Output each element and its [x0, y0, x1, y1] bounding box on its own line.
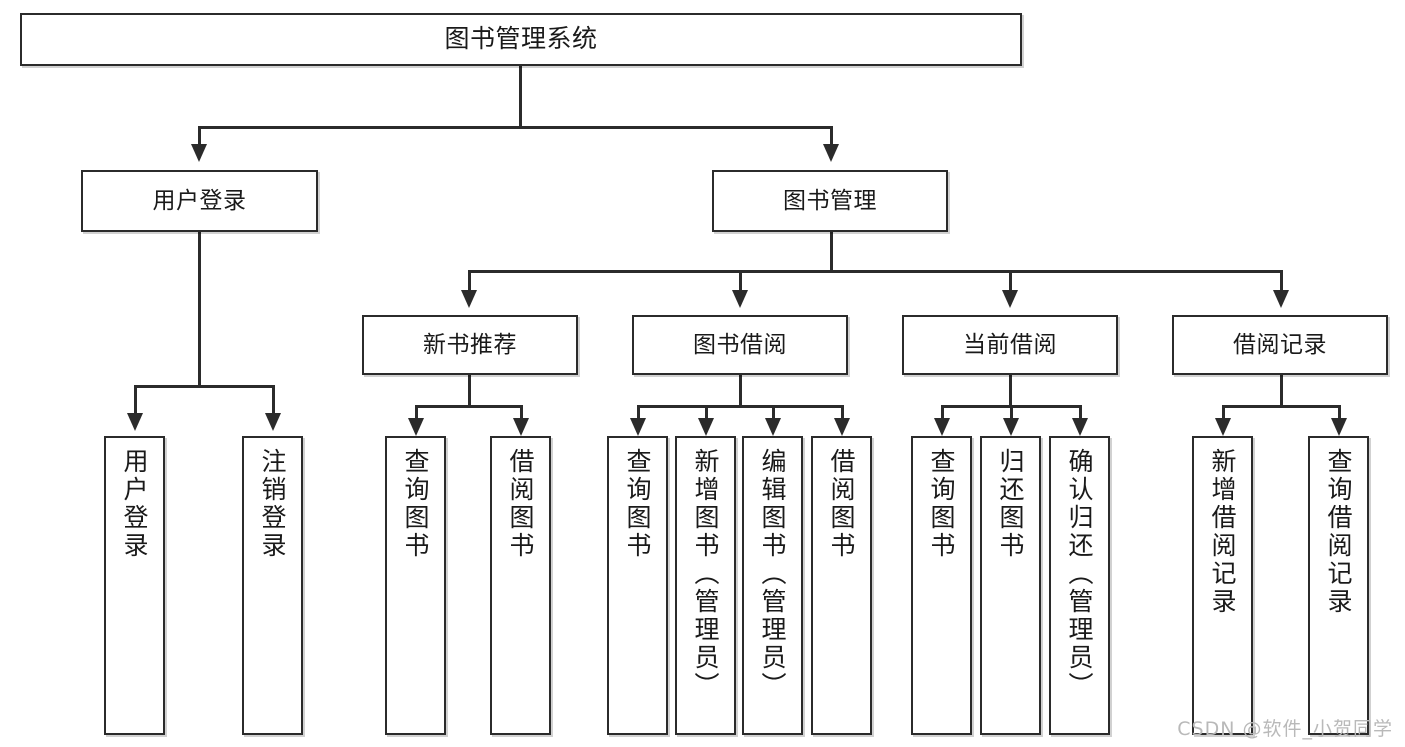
arrowhead-leaf-borrow-record-2: [1331, 418, 1347, 436]
connector-level3-bus: [468, 270, 1282, 273]
leaf-logout[interactable]: 注销登录: [242, 436, 303, 735]
node-label: 新增借阅记录: [1208, 448, 1237, 616]
connector-new-book-bus: [415, 405, 522, 408]
node-new-book-recommend[interactable]: 新书推荐: [362, 315, 578, 375]
arrowhead-leaf-borrow-record-1: [1215, 418, 1231, 436]
connector-drop-current-borrow: [1009, 270, 1012, 292]
connector-drop-leaf-current-borrow-1: [941, 405, 944, 421]
connector-drop-leaf-book-borrow-2: [705, 405, 708, 421]
node-label: 借阅图书: [827, 448, 856, 560]
node-label: 借阅记录: [1233, 331, 1327, 358]
node-label: 新书推荐: [423, 331, 517, 358]
node-label: 查询图书: [401, 448, 430, 560]
node-borrow-record[interactable]: 借阅记录: [1172, 315, 1388, 375]
arrowhead-leaf-current-borrow-1: [934, 418, 950, 436]
leaf-query-book-recommend[interactable]: 查询图书: [385, 436, 446, 735]
node-user-login[interactable]: 用户登录: [81, 170, 318, 232]
node-label: 查询图书: [927, 448, 956, 560]
arrowhead-book-borrow: [732, 290, 748, 308]
leaf-return-book[interactable]: 归还图书: [980, 436, 1041, 735]
arrowhead-user-login: [191, 144, 207, 162]
leaf-query-borrow-record[interactable]: 查询借阅记录: [1308, 436, 1369, 735]
arrowhead-leaf-book-borrow-4: [834, 418, 850, 436]
connector-root-stem: [519, 66, 522, 128]
connector-drop-leaf-new-book-1: [415, 405, 418, 421]
connector-drop-user-login: [198, 126, 201, 146]
connector-current-borrow-stem: [1009, 375, 1012, 407]
arrowhead-leaf-book-borrow-1: [630, 418, 646, 436]
leaf-query-book-borrow[interactable]: 查询图书: [607, 436, 668, 735]
node-label: 图书管理: [783, 187, 877, 214]
connector-user-login-stem: [198, 232, 201, 387]
connector-borrow-record-bus: [1222, 405, 1340, 408]
node-label: 当前借阅: [963, 331, 1057, 358]
arrowhead-leaf-book-borrow-2: [698, 418, 714, 436]
leaf-borrow-book[interactable]: 借阅图书: [811, 436, 872, 735]
leaf-edit-book-admin[interactable]: 编辑图书（管理员）: [742, 436, 803, 735]
arrowhead-leaf-current-borrow-3: [1072, 418, 1088, 436]
node-label: 图书借阅: [693, 331, 787, 358]
leaf-query-book-current[interactable]: 查询图书: [911, 436, 972, 735]
connector-drop-leaf-book-borrow-4: [841, 405, 844, 421]
connector-book-borrow-bus: [637, 405, 843, 408]
connector-drop-book-management: [830, 126, 833, 146]
leaf-add-borrow-record[interactable]: 新增借阅记录: [1192, 436, 1253, 735]
connector-user-login-bus: [134, 385, 274, 388]
leaf-borrow-book-recommend[interactable]: 借阅图书: [490, 436, 551, 735]
node-label: 确认归还（管理员）: [1065, 448, 1094, 700]
connector-drop-leaf-borrow-record-2: [1338, 405, 1341, 421]
connector-borrow-record-stem: [1280, 375, 1283, 407]
connector-drop-book-borrow: [739, 270, 742, 292]
arrowhead-book-management: [823, 144, 839, 162]
node-label: 查询借阅记录: [1324, 448, 1353, 616]
node-label: 归还图书: [996, 448, 1025, 560]
connector-drop-borrow-record: [1280, 270, 1283, 292]
leaf-confirm-return-admin[interactable]: 确认归还（管理员）: [1049, 436, 1110, 735]
connector-new-book-stem: [468, 375, 471, 407]
connector-drop-leaf-user-login-2: [272, 385, 275, 415]
node-label: 图书管理系统: [444, 24, 598, 54]
arrowhead-leaf-new-book-2: [513, 418, 529, 436]
node-current-borrow[interactable]: 当前借阅: [902, 315, 1118, 375]
connector-drop-leaf-borrow-record-1: [1222, 405, 1225, 421]
connector-root-bus: [198, 126, 833, 129]
node-label: 查询图书: [623, 448, 652, 560]
connector-drop-leaf-book-borrow-1: [637, 405, 640, 421]
connector-book-management-stem: [830, 232, 833, 272]
arrowhead-leaf-user-login-1: [127, 413, 143, 431]
node-label: 用户登录: [120, 448, 149, 560]
arrowhead-borrow-record: [1273, 290, 1289, 308]
arrowhead-leaf-user-login-2: [265, 413, 281, 431]
node-book-borrow[interactable]: 图书借阅: [632, 315, 848, 375]
leaf-user-login[interactable]: 用户登录: [104, 436, 165, 735]
node-label: 新增图书（管理员）: [691, 448, 720, 700]
arrowhead-leaf-new-book-1: [408, 418, 424, 436]
arrowhead-current-borrow: [1002, 290, 1018, 308]
node-label: 注销登录: [258, 448, 287, 560]
node-label: 借阅图书: [506, 448, 535, 560]
connector-drop-leaf-book-borrow-3: [772, 405, 775, 421]
node-label: 用户登录: [152, 187, 247, 214]
leaf-add-book-admin[interactable]: 新增图书（管理员）: [675, 436, 736, 735]
connector-drop-new-book: [468, 270, 471, 292]
connector-drop-leaf-current-borrow-3: [1079, 405, 1082, 421]
arrowhead-leaf-current-borrow-2: [1003, 418, 1019, 436]
connector-book-borrow-stem: [739, 375, 742, 407]
csdn-watermark: CSDN @软件_小贺同学: [1177, 718, 1393, 740]
node-label: 编辑图书（管理员）: [758, 448, 787, 700]
node-book-management[interactable]: 图书管理: [712, 170, 948, 232]
connector-drop-leaf-user-login-1: [134, 385, 137, 415]
arrowhead-new-book: [461, 290, 477, 308]
node-book-management-system[interactable]: 图书管理系统: [20, 13, 1022, 66]
connector-drop-leaf-current-borrow-2: [1010, 405, 1013, 421]
connector-drop-leaf-new-book-2: [520, 405, 523, 421]
arrowhead-leaf-book-borrow-3: [765, 418, 781, 436]
